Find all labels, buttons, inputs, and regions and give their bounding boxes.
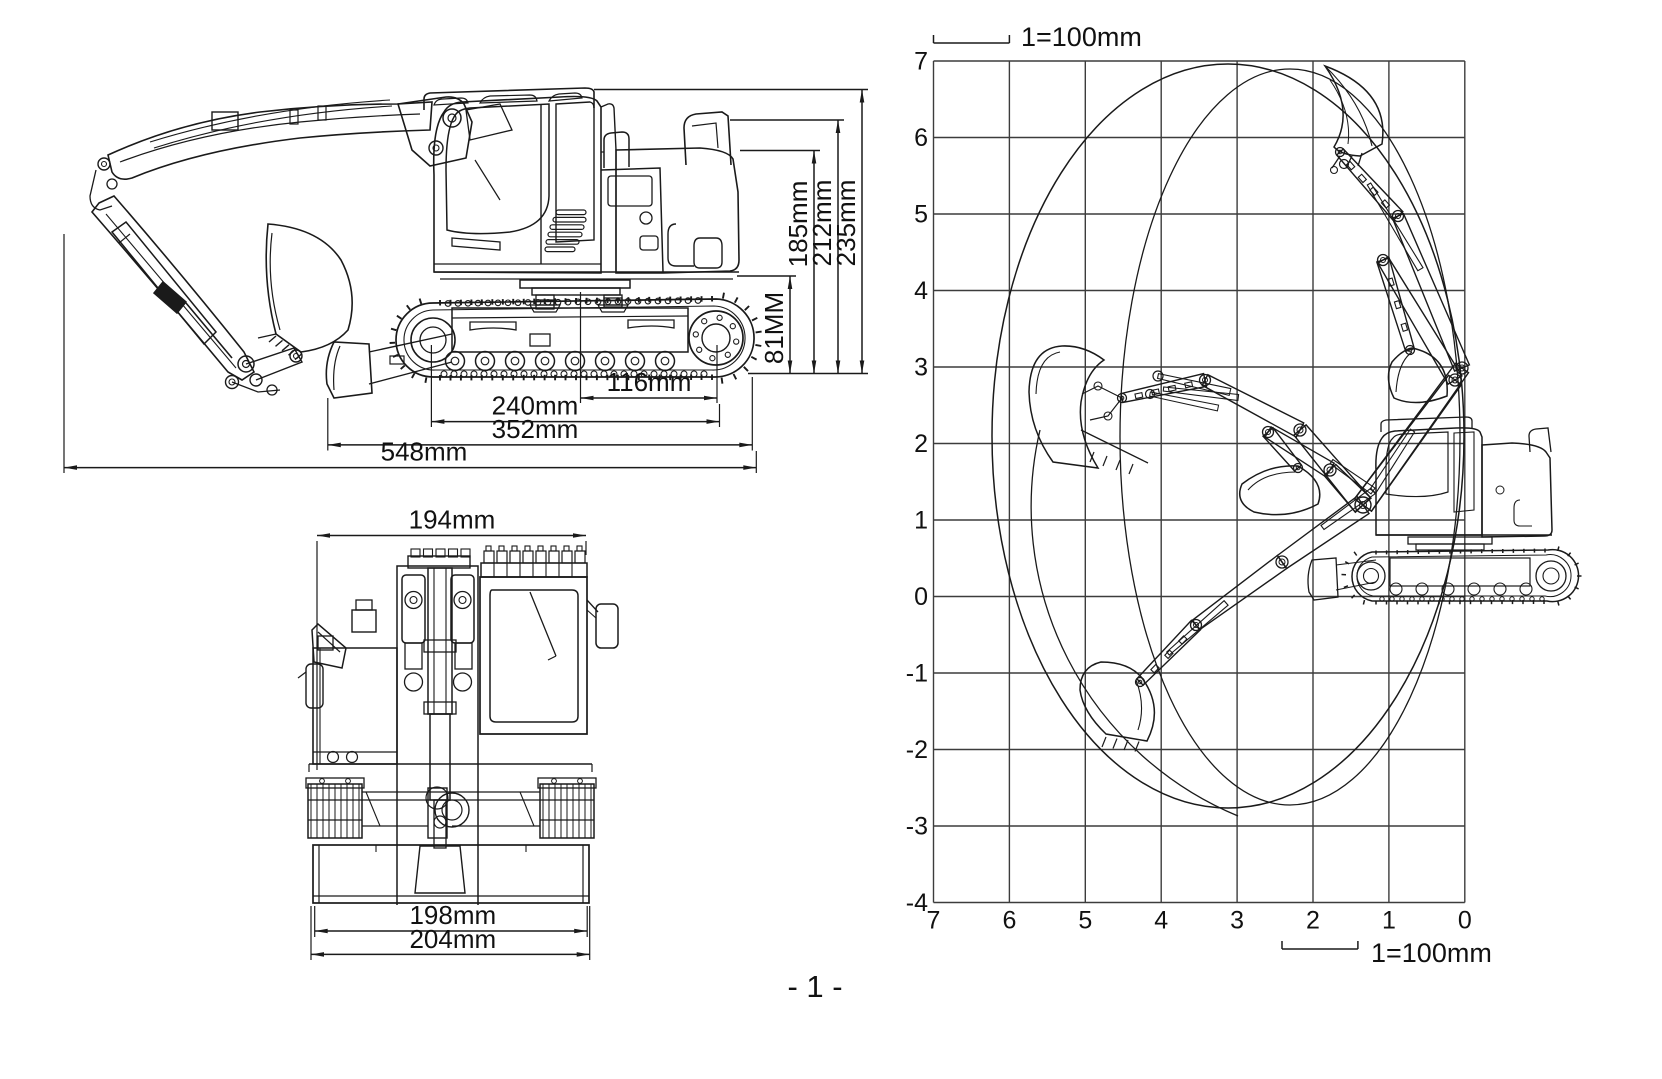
svg-text:1=100mm: 1=100mm — [1371, 938, 1492, 968]
svg-text:116mm: 116mm — [607, 367, 692, 397]
svg-text:7: 7 — [927, 907, 941, 935]
svg-text:2: 2 — [1306, 907, 1320, 935]
svg-text:-1: -1 — [906, 660, 928, 688]
svg-text:1: 1 — [914, 507, 928, 535]
svg-text:3: 3 — [1230, 907, 1244, 935]
svg-text:5: 5 — [1078, 907, 1092, 935]
svg-text:548mm: 548mm — [381, 437, 468, 467]
svg-text:81MM: 81MM — [759, 292, 789, 364]
svg-text:6: 6 — [914, 124, 928, 152]
svg-text:-2: -2 — [906, 736, 928, 764]
svg-text:7: 7 — [914, 48, 928, 76]
svg-text:0: 0 — [1458, 907, 1472, 935]
svg-text:3: 3 — [914, 354, 928, 382]
svg-text:1: 1 — [1382, 907, 1396, 935]
svg-text:-3: -3 — [906, 813, 928, 841]
svg-text:194mm: 194mm — [409, 505, 496, 535]
svg-text:6: 6 — [1002, 907, 1016, 935]
svg-text:2: 2 — [914, 430, 928, 458]
svg-text:4: 4 — [914, 277, 928, 305]
svg-text:352mm: 352mm — [492, 414, 579, 444]
svg-text:0: 0 — [914, 583, 928, 611]
svg-text:4: 4 — [1154, 907, 1168, 935]
svg-text:5: 5 — [914, 201, 928, 229]
svg-text:- 1 -: - 1 - — [787, 969, 842, 1004]
svg-text:235mm: 235mm — [831, 180, 861, 267]
svg-text:204mm: 204mm — [409, 924, 496, 954]
svg-text:-4: -4 — [906, 889, 928, 917]
svg-text:1=100mm: 1=100mm — [1021, 22, 1142, 52]
